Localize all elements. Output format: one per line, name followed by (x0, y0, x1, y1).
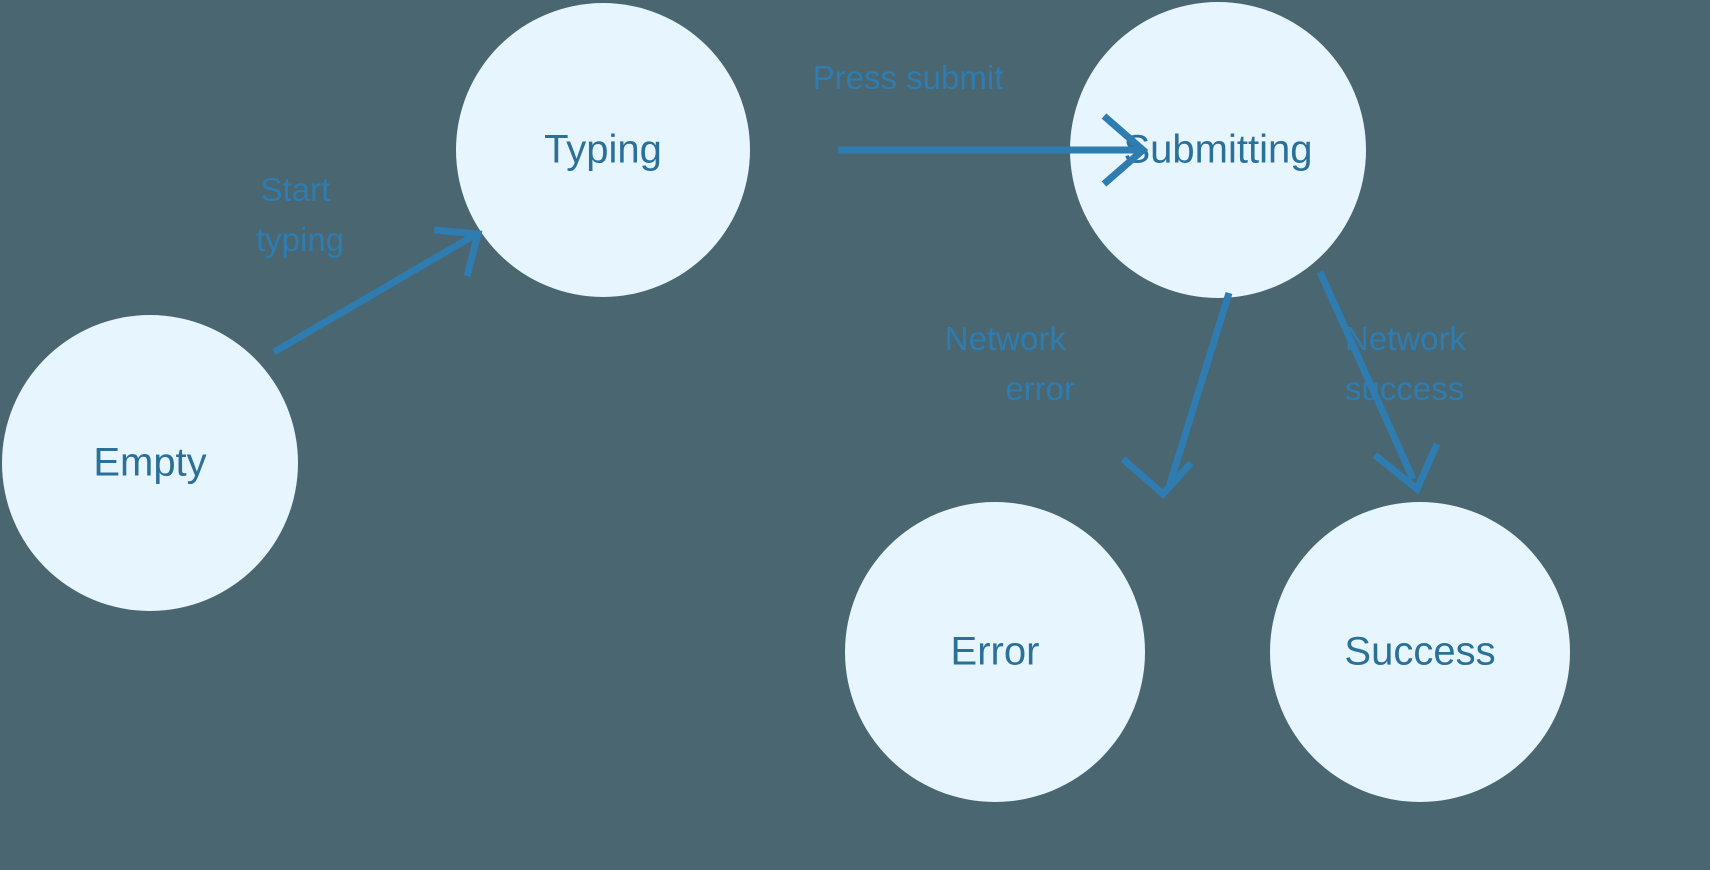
edge-empty-to-typing-arrowhead (433, 226, 483, 277)
edge-submitting-to-success-arrowhead (1372, 442, 1441, 495)
edge-submitting-to-error: Network error (945, 291, 1233, 499)
node-submitting-label: Submitting (1124, 128, 1313, 172)
node-error[interactable]: Error (845, 502, 1145, 802)
node-submitting-circle[interactable] (1070, 2, 1366, 298)
edge-label-line: Press submit (813, 59, 1004, 96)
edge-submitting-to-error-line (1165, 291, 1233, 489)
edge-empty-to-typing-line (272, 232, 475, 356)
node-empty-circle[interactable] (2, 315, 298, 611)
node-empty[interactable]: Empty (2, 315, 298, 611)
node-typing-circle[interactable] (456, 3, 750, 297)
edge-submitting-to-success: Network success (1316, 270, 1475, 495)
node-submitting[interactable]: Submitting (1070, 2, 1366, 298)
edge-typing-to-submitting: Press submit (813, 59, 1149, 187)
edge-typing-to-submitting-label: Press submit (813, 59, 1004, 96)
node-typing-label: Typing (544, 128, 662, 172)
node-success-circle[interactable] (1270, 502, 1570, 802)
edge-typing-to-submitting-arrowhead (1101, 113, 1149, 187)
node-typing[interactable]: Typing (456, 3, 750, 297)
edge-label-line: error (1005, 370, 1075, 407)
node-success[interactable]: Success (1270, 502, 1570, 802)
node-empty-label: Empty (93, 441, 206, 485)
edge-label-line: Network (1345, 320, 1467, 357)
edge-submitting-to-error-label: Network error (945, 320, 1075, 407)
edge-label-line: typing (256, 221, 344, 258)
edge-label-line: Network (945, 320, 1067, 357)
node-error-label: Error (951, 630, 1040, 674)
node-error-circle[interactable] (845, 502, 1145, 802)
edge-submitting-to-error-arrowhead (1120, 456, 1194, 499)
edge-submitting-to-success-line (1316, 270, 1417, 481)
node-success-label: Success (1344, 630, 1495, 674)
edge-label-line: success (1345, 370, 1464, 407)
edge-empty-to-typing: Start typing (256, 171, 483, 356)
edge-label-line: Start (261, 171, 331, 208)
edge-submitting-to-success-label: Network success (1345, 320, 1475, 407)
edge-empty-to-typing-label: Start typing (256, 171, 344, 258)
